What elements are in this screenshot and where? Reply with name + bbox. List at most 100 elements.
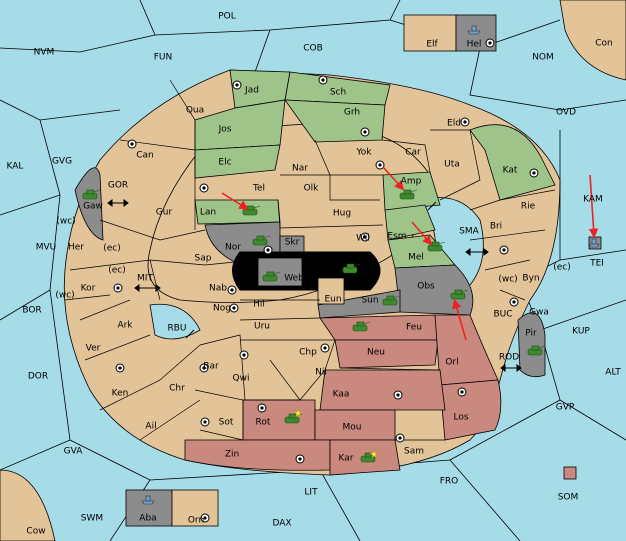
svg-text:KUP: KUP [572,327,590,337]
order-arrows [221,166,599,341]
province-pir[interactable] [517,312,546,378]
province-orn[interactable] [171,489,219,527]
svg-text:Qwi: Qwi [233,374,250,384]
fleet-unit [588,238,600,248]
province-con[interactable] [559,0,626,81]
svg-text:Elf: Elf [426,40,438,50]
svg-text:FUN: FUN [154,53,173,63]
svg-text:Bar: Bar [203,362,219,372]
svg-text:NVM: NVM [34,48,55,58]
svg-text:TEI: TEI [589,259,604,269]
svg-text:Olk: Olk [304,184,320,194]
svg-text:Gwa: Gwa [529,308,549,318]
svg-text:Nor: Nor [225,243,241,253]
svg-text:Ark: Ark [117,321,133,331]
svg-text:Ver: Ver [86,344,101,354]
svg-text:BUC: BUC [493,310,512,320]
province-los[interactable] [439,379,502,441]
svg-text:(wc): (wc) [498,275,517,285]
province-zin[interactable] [184,439,331,471]
svg-text:Amp: Amp [401,177,422,187]
svg-text:Obs: Obs [417,282,435,292]
svg-text:Eun: Eun [324,295,341,305]
svg-text:KAM: KAM [583,195,603,205]
svg-text:Mel: Mel [408,253,424,263]
province-gaw[interactable] [74,167,104,241]
star-icon [369,449,379,459]
province-labels: Jad Sch Qua Jos Grh Eld Can Elc Nar Yok … [26,39,612,537]
svg-text:SWM: SWM [81,514,103,524]
sea-rbu-inlet [149,303,201,340]
svg-text:Grh: Grh [344,108,360,118]
sea-labels: POL NVM FUN COB NOM OVD KAL GVG GOR MVU … [7,12,622,529]
svg-text:Uta: Uta [444,160,460,170]
svg-text:MVU: MVU [36,243,57,253]
svg-text:Ost: Ost [315,258,331,268]
svg-text:Byn: Byn [522,274,539,284]
province-kaa[interactable] [319,369,446,411]
svg-text:NOM: NOM [532,53,554,63]
svg-text:Sam: Sam [404,447,424,457]
province-sun[interactable] [317,289,401,319]
svg-text:DOR: DOR [28,372,48,382]
svg-text:(wc): (wc) [56,217,75,227]
province-kat[interactable] [469,124,556,201]
svg-text:DAX: DAX [272,519,291,529]
svg-text:Yok: Yok [355,148,372,158]
army-unit [399,189,418,200]
svg-text:GVP: GVP [556,403,575,413]
svg-text:Aba: Aba [139,514,156,524]
svg-text:Jad: Jad [244,86,259,96]
supply-centres [113,38,539,523]
svg-text:FRO: FRO [440,477,459,487]
star-icon [293,408,303,418]
svg-text:GVA: GVA [64,447,84,457]
army-unit [262,271,281,282]
svg-text:RBU: RBU [167,324,186,334]
svg-text:Con: Con [595,39,613,49]
svg-text:Orn: Orn [188,516,204,526]
svg-text:Ken: Ken [112,389,129,399]
fleet-unit [141,495,155,505]
svg-text:Sap: Sap [195,254,212,264]
svg-text:Sch: Sch [330,88,346,98]
svg-text:Kor: Kor [81,284,96,294]
svg-text:Her: Her [68,243,84,253]
svg-text:Hil: Hil [253,300,265,310]
svg-text:Hel: Hel [467,40,482,50]
svg-text:MIT: MIT [137,274,153,284]
svg-text:Skr: Skr [285,238,300,248]
army-unit [242,205,261,216]
svg-text:(ec): (ec) [553,263,571,273]
svg-text:Nog: Nog [213,304,231,314]
svg-text:Rie: Rie [521,202,536,212]
province-web[interactable] [232,251,381,291]
svg-text:Orl: Orl [445,358,458,368]
svg-text:LIT: LIT [304,488,318,498]
svg-text:POL: POL [218,12,236,22]
svg-text:Kaa: Kaa [333,390,350,400]
svg-text:ROD: ROD [499,353,519,363]
svg-text:Gaw: Gaw [83,202,103,212]
svg-text:COB: COB [303,44,323,54]
army-unit [342,263,361,274]
svg-text:SMA: SMA [459,227,479,237]
province-esm[interactable] [384,204,436,241]
svg-text:(ec): (ec) [103,244,121,254]
army-unit [427,241,446,252]
svg-text:Mou: Mou [343,423,362,433]
province-eun[interactable] [317,277,345,305]
province-rot[interactable] [242,399,316,441]
army-unit [352,321,371,332]
army-unit [82,189,101,200]
fleets [141,25,600,505]
svg-text:Feu: Feu [406,323,422,333]
svg-text:Cow: Cow [26,527,45,537]
svg-text:Chp: Chp [299,348,317,358]
svg-text:Nil: Nil [315,368,327,378]
svg-text:Uru: Uru [254,322,270,332]
province-neu[interactable] [334,339,439,369]
svg-text:Tel: Tel [252,184,265,194]
province-som[interactable] [563,466,577,480]
army-unit [382,295,401,306]
